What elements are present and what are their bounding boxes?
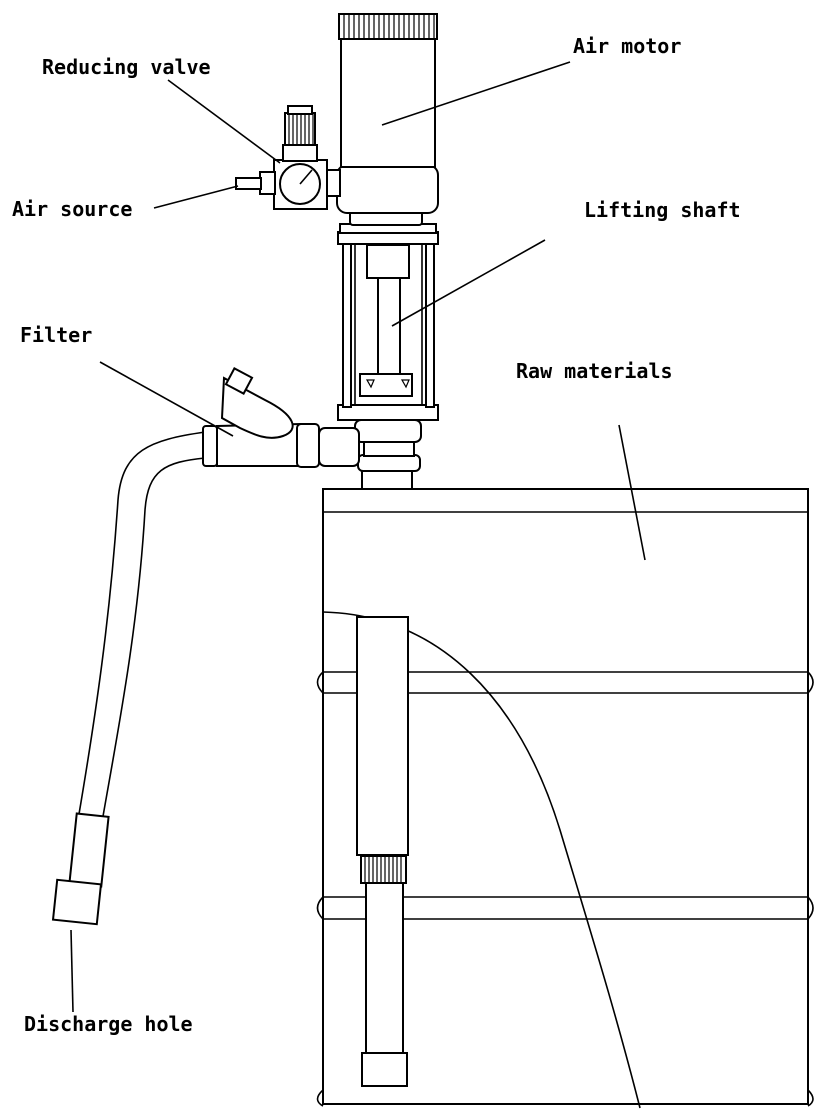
leader-reducing-valve xyxy=(167,79,281,164)
filter xyxy=(202,367,360,468)
label-reducing-valve: Reducing valve xyxy=(42,55,211,79)
lifting-shaft xyxy=(359,244,413,397)
label-air-motor: Air motor xyxy=(573,34,681,58)
hose xyxy=(51,431,206,926)
leader-discharge-hole xyxy=(70,929,74,1013)
label-air-source: Air source xyxy=(12,197,132,221)
leader-air-source xyxy=(153,185,239,209)
tube-knurl xyxy=(364,856,402,883)
reducing-valve xyxy=(235,105,341,210)
leader-raw-materials xyxy=(618,424,646,561)
air-motor xyxy=(336,13,439,226)
lifting-frame xyxy=(337,223,439,421)
label-raw-materials: Raw materials xyxy=(516,359,673,383)
leader-air-motor xyxy=(381,61,571,126)
motor-cap-knurl xyxy=(343,14,435,39)
leader-lifting-shaft xyxy=(391,239,546,327)
label-discharge-hole: Discharge hole xyxy=(24,1012,193,1036)
label-filter: Filter xyxy=(20,323,92,347)
bung-adapter xyxy=(354,419,422,490)
hose-ferrule xyxy=(68,812,110,888)
label-lifting-shaft: Lifting shaft xyxy=(584,198,741,222)
valve-knob-knurl xyxy=(288,113,314,145)
leader-lines xyxy=(70,61,646,1013)
leader-filter xyxy=(99,361,234,437)
discharge-nozzle xyxy=(51,878,103,926)
suction-tube xyxy=(356,616,409,1087)
